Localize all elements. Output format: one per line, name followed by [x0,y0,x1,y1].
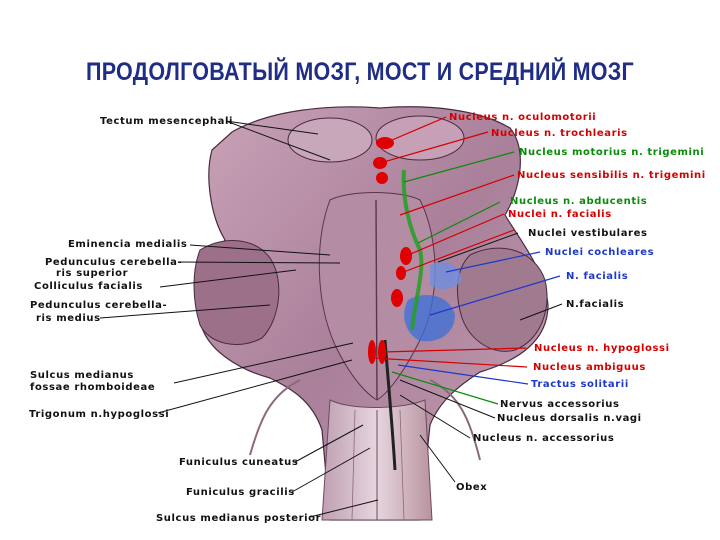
red-nucleus-3 [376,172,388,184]
label-nuc-accessorius: Nucleus n. accessorius [473,433,615,444]
label-nuc-motorius: Nucleus motorius n. trigemini [519,147,705,158]
left-peduncle-lobe [193,240,280,345]
label-nuc-vestibulares: Nuclei vestibulares [528,228,648,239]
label-colliculus: Colliculus facialis [34,281,143,292]
label-trigonum: Trigonum n.hypoglossi [29,409,170,420]
right-colliculus [375,115,465,161]
label-nuc-sensibilis: Nucleus sensibilis n. trigemini [517,170,706,181]
label-nuc-trochlearis: Nucleus n. trochlearis [491,128,628,139]
left-colliculus [287,117,373,163]
label-ped-sup-2: ris superior [56,268,129,279]
leader-lines-blue [397,251,561,385]
label-sulcus-med-1: Sulcus medianus [30,370,134,381]
leader-lines-red [371,116,528,368]
label-n-facialis: N. facialis [566,271,629,282]
label-obex: Obex [456,482,488,493]
label-eminentia: Eminencia medialis [68,239,188,250]
label-tectum: Tectum mesencephali [100,116,234,127]
label-nuc-abducentis: Nucleus n. abducentis [510,196,648,207]
label-nuc-dorsalis-vagi: Nucleus dorsalis n.vagi [497,413,642,424]
label-nuc-facialis: Nuclei n. facialis [508,209,612,220]
label-ped-med-1: Pedunculus cerebella- [30,300,168,311]
label-ped-sup-1: Pedunculus cerebella- [45,257,183,268]
label-nuc-cochleares: Nuclei cochleares [545,247,655,258]
median-sulcus-line [375,199,378,401]
label-nuc-ambiguus: Nucleus ambiguus [533,362,646,373]
label-fun-cuneatus: Funiculus cuneatus [179,457,299,468]
label-sulcus-med-2: fossae rhomboideae [30,382,156,393]
leader-lines-black [99,120,456,518]
label-ped-med-2: ris medius [36,313,101,324]
label-n-facialis-2: N.facialis [566,299,625,310]
label-tractus-solitarii: Tractus solitarii [531,379,629,390]
leader-lines-green [391,151,515,405]
label-sulcus-post: Sulcus medianus posterior [156,513,322,524]
label-fun-gracilis: Funiculus gracilis [186,487,295,498]
label-nuc-oculomotorii: Nucleus n. oculomotorii [449,112,597,123]
label-nuc-hypoglossi: Nucleus n. hypoglossi [534,343,670,354]
red-nucleus-6 [391,289,403,307]
slide-title: ПРОДОЛГОВАТЫЙ МОЗГ, МОСТ И СРЕДНИЙ МОЗГ [86,58,634,86]
label-nervus-accessorius: Nervus accessorius [500,399,620,410]
